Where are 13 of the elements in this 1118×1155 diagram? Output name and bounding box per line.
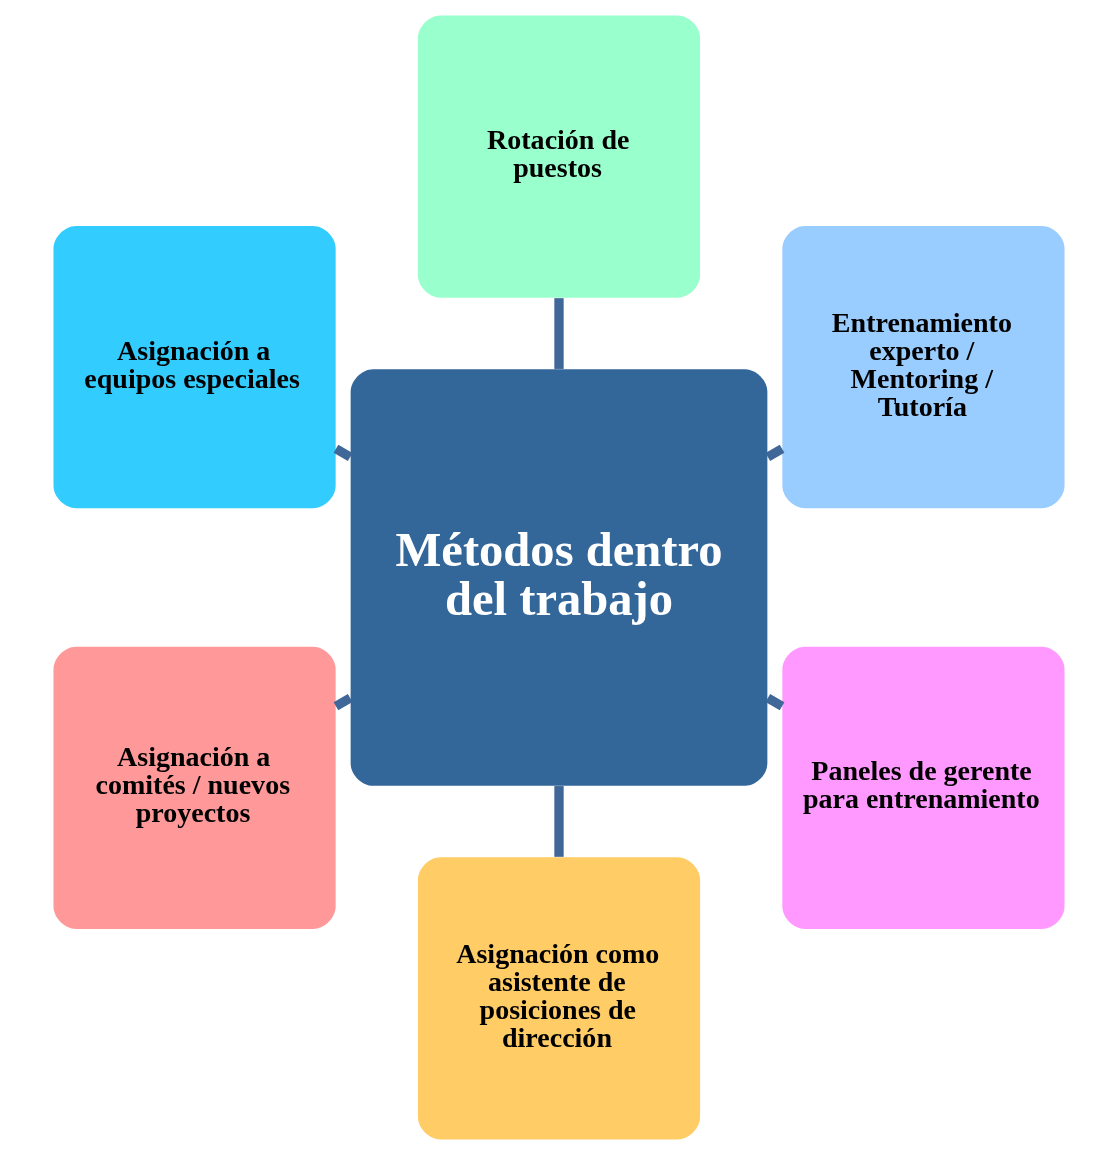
node-box: Rotación de puestos xyxy=(417,15,701,298)
node-box: Paneles de gerente para entrenamiento xyxy=(782,646,1065,929)
node-box: Asignación a equipos especiales xyxy=(53,226,336,509)
connector xyxy=(765,694,785,711)
connector xyxy=(554,786,564,857)
node-box: Métodos dentro del trabajo xyxy=(350,369,768,786)
connector xyxy=(554,298,564,369)
connector xyxy=(333,444,353,461)
connector xyxy=(765,444,785,461)
node-box: Asignación como asistente de posiciones de dirección xyxy=(417,857,701,1140)
connector xyxy=(333,694,353,711)
node-box: Asignación a comités / nuevos proyectos xyxy=(53,646,336,929)
node-box: Entrenamiento experto / Mentoring / Tutoría xyxy=(782,226,1065,509)
